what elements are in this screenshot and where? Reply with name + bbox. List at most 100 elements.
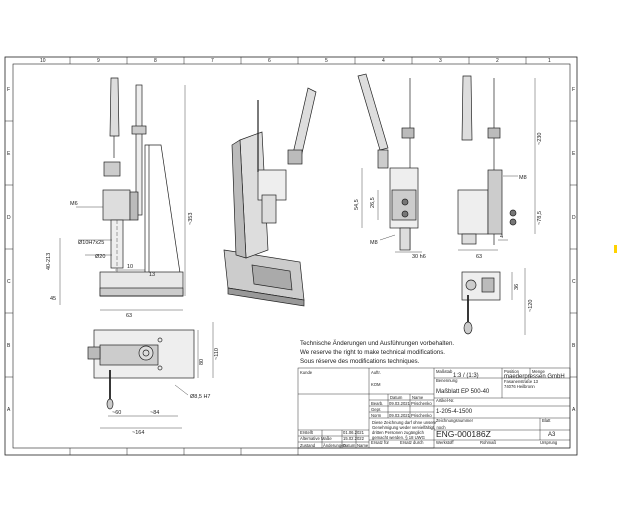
zone-side-d-right: D [572,215,576,221]
top-view-dims [100,322,214,429]
zone-side-e: E [7,151,11,157]
dim-d20: Ø20 [95,254,105,260]
tb-ersatz-fuer-label: Ersatz für [371,440,390,445]
zone-side-a: A [7,407,11,413]
tb-blatt-label: Blatt [542,418,551,423]
note-fr: Sous réserve des modifications technique… [300,358,420,365]
tb-rev3-label: Datum [343,443,356,448]
dim-10: 10 [127,264,133,270]
zone-side-b: B [7,343,11,349]
zone-top-8: 8 [154,58,157,64]
dim-84: ~84 [150,410,159,416]
zone-top-5: 5 [325,58,328,64]
dim-36: 36 [514,284,520,290]
zone-top-2: 2 [496,58,499,64]
dim-45: 45 [50,296,56,302]
tb-copyright-3: dritten Personen zugänglich [372,430,425,435]
zone-labels-top: 10 9 8 7 6 5 4 3 2 1 [40,58,551,64]
tb-benennung-label: Benennung [436,378,458,383]
tb-zeichnung-value: ENG-000186Z [436,429,491,439]
dim-13: 13 [149,272,155,278]
zone-side-b-right: B [572,343,576,349]
zone-side-a-right: A [572,407,576,413]
top-view [87,329,195,410]
isometric-view [223,87,317,307]
zone-top-7: 7 [211,58,214,64]
inner-frame [12,63,571,449]
title-block [297,367,571,449]
tb-rohmass-label: Rohmaß [480,440,496,445]
dim-120: ~120 [528,300,534,312]
dim-353: ~353 [188,213,194,225]
tb-ursprung-label: Ursprung [540,440,558,445]
tb-copyright-1: Diese Zeichnung darf ohne unsere [372,420,437,425]
dim-30h6: 30 h6 [412,254,426,260]
tb-auftr-label: Auftr. [371,370,381,375]
dim-63: 63 [126,313,132,319]
tb-norm-name: Prischenko [411,413,432,418]
note-de: Technische Änderungen und Ausführungen v… [300,340,454,347]
tb-norm-label: Norm [371,413,382,418]
dim-54-5: 54,5 [354,199,360,210]
tb-massstab-value: 1:3 / (1:3) [453,373,479,379]
tb-copyright-4: gemacht werden. § 18 UWG [372,435,425,440]
tb-position-label: Position [504,369,520,374]
tb-werkstoff-label: Werkstoff [436,440,454,445]
zone-side-c: C [7,279,11,285]
tb-kom-label: KOM [371,382,381,387]
tb-rev-row1-a: Erstellt [300,430,314,435]
tb-massstab-label: Maßstab [436,369,453,374]
zone-side-f-right: F [572,87,575,93]
tb-rev-row2-b: 15.02.2022 [343,436,365,441]
dim-164: ~164 [132,430,144,436]
top-view-right-dims [511,268,526,335]
tb-rev-row2-a: Alternative Maße [300,436,332,441]
dim-230: ~230 [537,133,543,145]
front-view-dims [59,85,186,311]
rear-view [457,75,517,245]
tb-norm-date: 09.03.2021 [389,413,411,418]
yellow-marker [614,245,617,253]
zone-side-e-right: E [572,151,576,157]
dim-4: 4 [500,234,503,240]
tb-name-label: Name [412,395,424,400]
tb-kunde-label: Kunde [300,370,313,375]
zone-side-d: D [7,215,11,221]
dim-d10h7: Ø10H7x25 [78,240,104,246]
front-view [99,77,184,297]
tb-benennung-value: Maßblatt EP 500-40 [436,389,490,395]
tb-rev1-label: Zustand [300,443,316,448]
tb-bearb-date: 09.03.2021 [389,401,411,406]
dim-110: ~110 [214,348,220,360]
zone-labels-side: F E D C B A F E D C B A [7,87,576,413]
side-view-dims [361,168,422,253]
zone-side-c-right: C [572,279,576,285]
tb-rev4-label: Name [357,443,369,448]
dim-26-5: 26,5 [370,197,376,208]
zone-top-3: 3 [439,58,442,64]
tb-copyright-2: Genehmigung weder vervielfältigt, noch [372,425,446,430]
dim-m8-rear: M8 [519,175,527,181]
side-view [357,73,419,251]
tb-menge-label: Menge [532,369,545,374]
outer-frame [4,56,578,456]
tb-bearb-label: Bearb. [371,401,383,406]
tb-bearb-name: Prischenko [411,401,432,406]
dim-78-5: ~78,5 [537,211,543,225]
zone-side-f: F [7,87,10,93]
tb-blatt-value: A3 [548,432,556,438]
zone-top-1: 1 [548,58,551,64]
zone-top-6: 6 [268,58,271,64]
tb-gepr-label: Gepr. [371,407,381,412]
notes: Technische Änderungen und Ausführungen v… [300,340,454,365]
zone-top-10: 10 [40,58,46,64]
tb-zeichnung-label: Zeichnungsnummer [436,418,474,423]
tb-ersatz-durch-label: Ersatz durch [400,440,424,445]
tb-artikel-label: Artikel-Nr. [436,398,454,403]
dim-80: 80 [199,359,205,365]
zone-top-9: 9 [97,58,100,64]
tb-artikel-value: 1-205-4-1500 [436,409,473,415]
top-view-right [461,271,501,335]
tb-company-city: 74076 Heilbronn [504,384,535,389]
